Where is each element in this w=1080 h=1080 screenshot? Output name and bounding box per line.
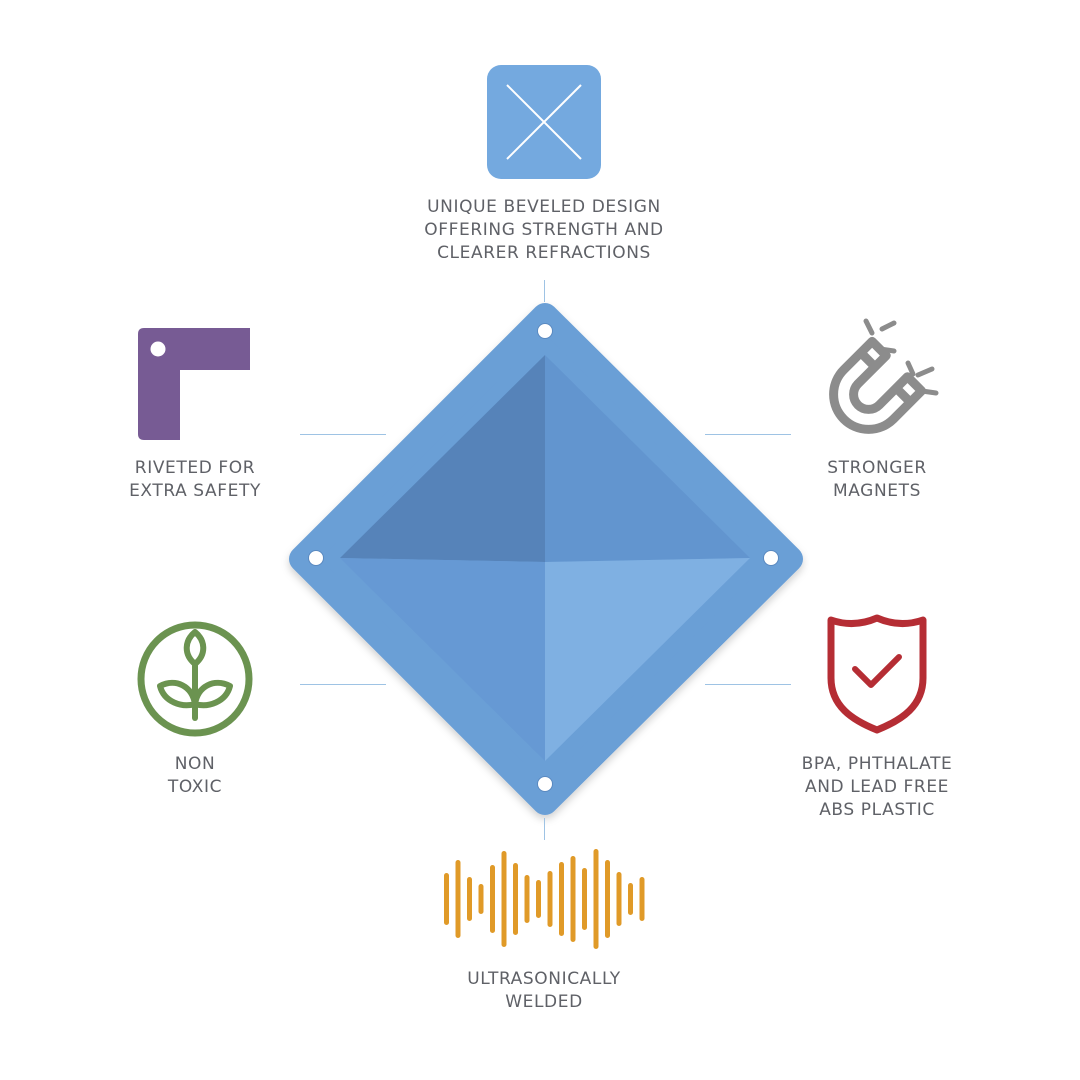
connector-left-bottom <box>300 684 386 685</box>
sound-wave-bar <box>582 868 587 930</box>
sound-wave-bar <box>639 877 645 921</box>
caption-line: STRONGER <box>827 458 927 478</box>
leaf-circle-icon <box>136 620 254 742</box>
sound-wave-bar <box>547 871 553 927</box>
caption-line: MAGNETS <box>832 481 921 501</box>
caption-line: NON <box>174 754 216 774</box>
sound-wave-bar <box>628 883 633 915</box>
caption-line: ULTRASONICALLY <box>467 969 621 989</box>
sound-wave-bar <box>559 862 564 936</box>
connector-top <box>544 280 545 302</box>
caption-line: OFFERING STRENGTH AND <box>424 220 664 240</box>
connector-left-top <box>300 434 386 435</box>
magnets-caption: STRONGER MAGNETS <box>827 457 927 503</box>
caption-line: ABS PLASTIC <box>819 800 935 820</box>
beveled-diamond-tile <box>280 300 810 834</box>
sound-wave-bar <box>467 877 472 921</box>
caption-line: WELDED <box>505 992 583 1012</box>
ultrasonic-welded-caption: ULTRASONICALLY WELDED <box>467 968 621 1014</box>
sound-wave-bar <box>455 860 461 938</box>
caption-line: CLEARER REFRACTIONS <box>437 243 651 263</box>
sound-wave-bar <box>513 863 518 935</box>
sound-wave-bar <box>616 872 622 926</box>
sound-wave-bar <box>490 865 495 933</box>
x-square-icon <box>487 65 601 183</box>
sound-wave-bar <box>570 856 576 942</box>
sound-wave-bar <box>478 884 484 914</box>
connector-right-top <box>705 434 791 435</box>
sound-wave-bar <box>536 880 541 918</box>
shield-check-icon <box>826 614 928 738</box>
bpa-free-caption: BPA, PHTHALATE AND LEAD FREE ABS PLASTIC <box>802 753 953 822</box>
beveled-design-caption: UNIQUE BEVELED DESIGN OFFERING STRENGTH … <box>424 196 663 265</box>
sound-wave-bar <box>444 873 449 925</box>
connector-bottom <box>544 818 545 840</box>
caption-line: EXTRA SAFETY <box>129 481 261 501</box>
sound-wave-icon <box>440 848 650 954</box>
caption-line: RIVETED FOR <box>134 458 256 478</box>
riveted-caption: RIVETED FOR EXTRA SAFETY <box>129 457 261 503</box>
magnet-icon <box>810 315 950 454</box>
caption-line: TOXIC <box>167 777 223 797</box>
rivet-corner-icon <box>138 328 252 446</box>
non-toxic-caption: NON TOXIC <box>168 753 222 799</box>
caption-line: AND LEAD FREE <box>804 777 950 797</box>
sound-wave-bar <box>593 849 599 949</box>
connector-right-bottom <box>705 684 791 685</box>
caption-line: BPA, PHTHALATE <box>801 754 953 774</box>
sound-wave-bar <box>501 851 507 947</box>
caption-line: UNIQUE BEVELED DESIGN <box>427 197 661 217</box>
sound-wave-bar <box>605 860 610 938</box>
sound-wave-bar <box>524 875 530 923</box>
